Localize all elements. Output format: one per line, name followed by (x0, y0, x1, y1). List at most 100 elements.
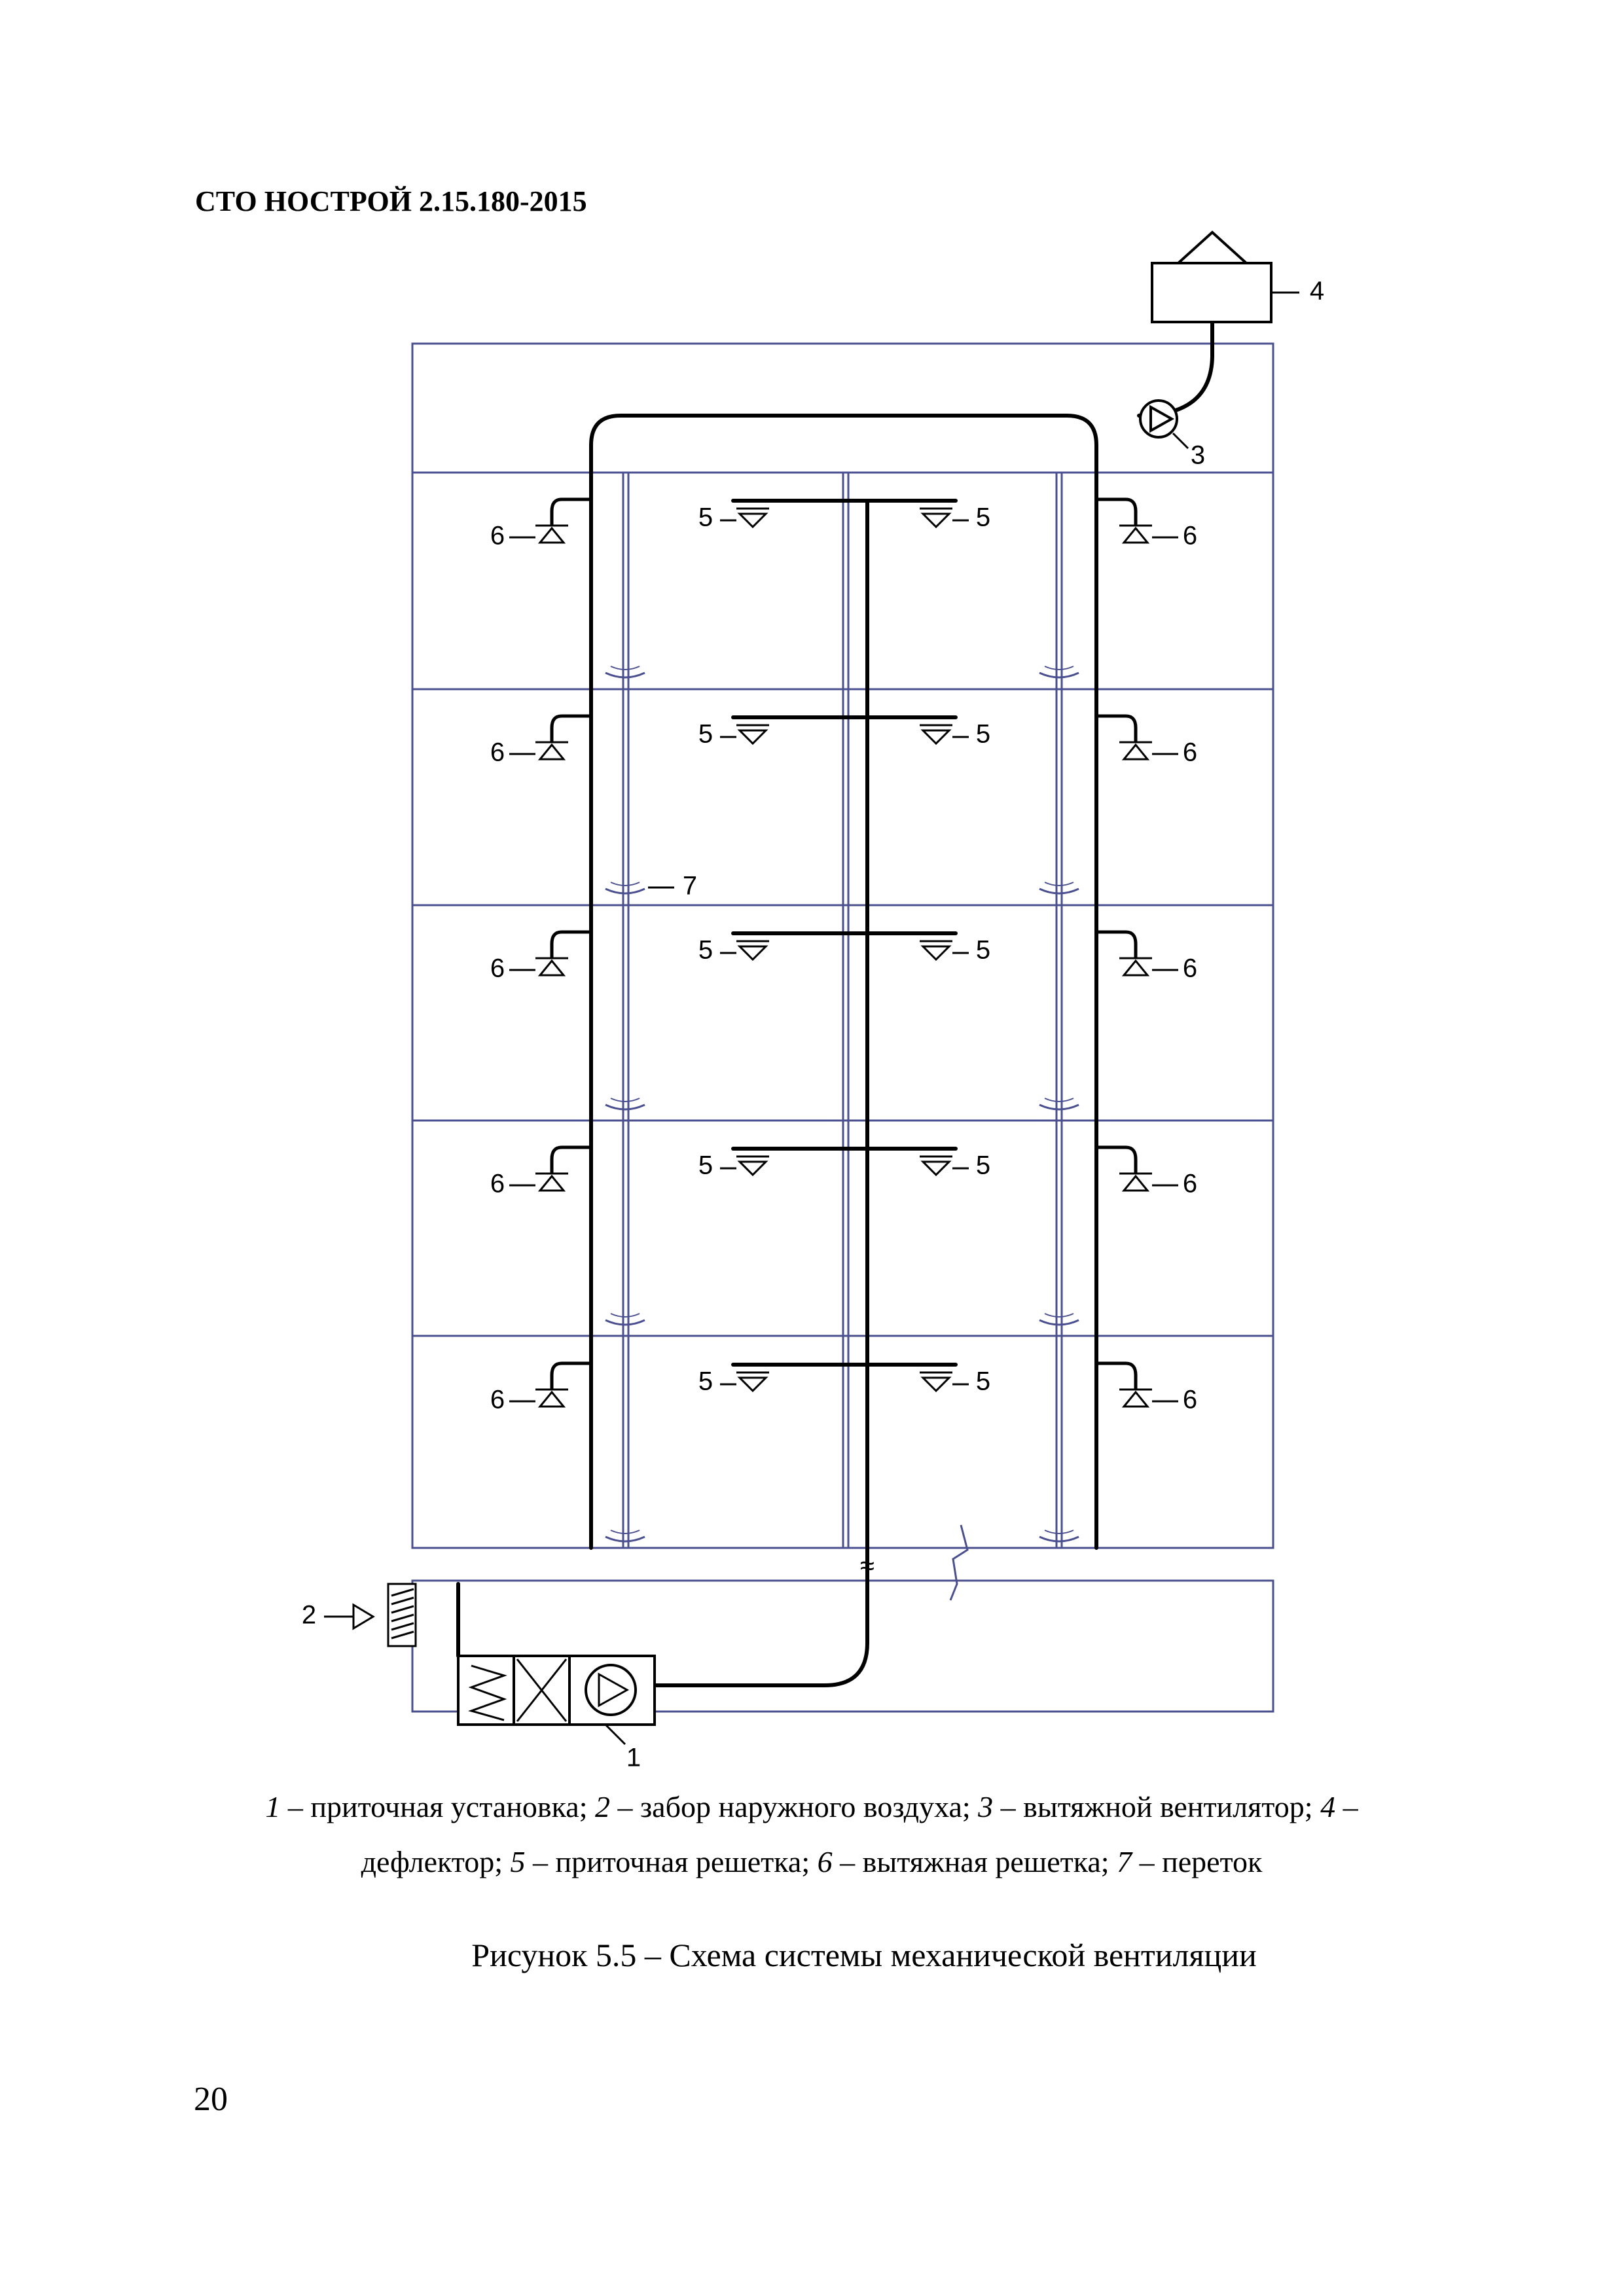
page-header: СТО НОСТРОЙ 2.15.180-2015 (195, 185, 587, 217)
supply-grille-icon (920, 945, 952, 961)
overflow-arc (605, 1319, 645, 1326)
air-intake-arrow-icon (352, 1603, 375, 1630)
callout-6: 6 (1183, 954, 1197, 983)
overflow-arc (610, 1098, 640, 1102)
exhaust-branch (550, 1361, 591, 1390)
legend-number: 3 (978, 1790, 994, 1823)
louver-slat (391, 1588, 414, 1597)
fan-triangle-icon (598, 1672, 630, 1708)
heater-icon (468, 1664, 507, 1721)
overflow-arc (610, 1313, 640, 1318)
louver-slat (391, 1630, 414, 1640)
callout-7: 7 (683, 872, 697, 901)
callout-2: 2 (302, 1601, 316, 1630)
callout-6: 6 (1183, 522, 1197, 550)
louver-slat (391, 1596, 414, 1605)
callout-6: 6 (490, 738, 505, 767)
exhaust-branch (550, 497, 591, 526)
callout-6: 6 (1183, 738, 1197, 767)
callout-1: 1 (626, 1744, 641, 1767)
overflow-arc (610, 666, 640, 670)
supply-grille-icon (737, 945, 768, 961)
ductwork (456, 320, 1214, 1687)
callout-5: 5 (976, 503, 990, 532)
supply-grille-icon (737, 512, 768, 529)
overflow-arc (610, 882, 640, 886)
overflow-arc (1039, 1535, 1079, 1543)
deflector-box (1151, 262, 1272, 323)
exhaust-grille-icon (537, 959, 566, 977)
symbols (324, 230, 1299, 1746)
callout-5: 5 (698, 720, 713, 749)
callout-6: 6 (490, 954, 505, 983)
exhaust-branch (1096, 714, 1138, 742)
overflow-arc (1044, 1313, 1074, 1318)
break-line (949, 1524, 969, 1601)
supply-grille-icon (920, 729, 952, 745)
page-number: 20 (194, 2081, 228, 2118)
supply-grille-icon (737, 1376, 768, 1393)
callout-5: 5 (976, 1367, 990, 1396)
louver-slat (391, 1622, 414, 1631)
overflow-arc (610, 1530, 640, 1534)
exhaust-grille-icon (1121, 743, 1150, 761)
exhaust-branch (1096, 1145, 1138, 1174)
exhaust-branch (550, 930, 591, 958)
callout-6: 6 (490, 522, 505, 550)
legend-number: 4 (1320, 1790, 1336, 1823)
supply-grille-icon (920, 512, 952, 529)
supply-duct (653, 499, 869, 1687)
overflow-arc (1039, 1319, 1079, 1326)
callout-5: 5 (698, 1367, 713, 1396)
overflow-arc (1039, 672, 1079, 679)
callout-6: 6 (490, 1386, 505, 1414)
filter-icon (516, 1659, 568, 1722)
building-walls (411, 342, 1274, 1713)
leader-line (1172, 432, 1189, 450)
exhaust-grille-icon (537, 1174, 566, 1192)
supply-grille-icon (737, 729, 768, 745)
overflow-arc (605, 1103, 645, 1111)
louver-slat (391, 1605, 414, 1614)
callout-5: 5 (976, 1151, 990, 1180)
break-mark: ≈ (860, 1552, 875, 1581)
overflow-arc (1044, 666, 1074, 670)
supply-grille-icon (920, 1376, 952, 1393)
callout-5: 5 (698, 503, 713, 532)
legend-number: 7 (1117, 1845, 1132, 1878)
exhaust-branch (550, 714, 591, 742)
exhaust-grille-icon (537, 743, 566, 761)
overflow-arc (1044, 1098, 1074, 1102)
deflector-roof-icon (1177, 230, 1248, 264)
exhaust-grille-icon (1121, 959, 1150, 977)
leader-line (604, 1723, 626, 1746)
legend-number: 1 (265, 1790, 281, 1823)
legend-text: – вытяжной вентилятор; (993, 1790, 1321, 1823)
legend-text: – приточная установка; (280, 1790, 595, 1823)
legend-line-1: 1 – приточная установка; 2 – забор наруж… (196, 1792, 1427, 1822)
exhaust-grille-icon (1121, 526, 1150, 544)
legend-text: – забор наружного воздуха; (609, 1790, 979, 1823)
exhaust-grille-icon (537, 1390, 566, 1408)
exhaust-grille-icon (1121, 1390, 1150, 1408)
overflow-arc (1039, 1103, 1079, 1111)
overflow-arc (1044, 1530, 1074, 1534)
louver-slat (391, 1613, 414, 1623)
fan-triangle-icon (1149, 404, 1175, 433)
supply-fan-icon (585, 1664, 637, 1716)
figure-caption: Рисунок 5.5 – Схема системы механической… (471, 1937, 1257, 1973)
overflow-arc (605, 672, 645, 679)
exhaust-grille-icon (1121, 1174, 1150, 1192)
legend-text: – приточная решетка; (525, 1845, 818, 1878)
exhaust-branch (1096, 1361, 1138, 1390)
legend-number: 5 (510, 1845, 526, 1878)
callout-5: 5 (976, 936, 990, 965)
exhaust-grille-icon (537, 526, 566, 544)
overflow-arc (1044, 882, 1074, 886)
callout-5: 5 (976, 720, 990, 749)
legend-number: 6 (817, 1845, 833, 1878)
callout-4: 4 (1310, 277, 1324, 306)
callout-3: 3 (1191, 441, 1205, 470)
